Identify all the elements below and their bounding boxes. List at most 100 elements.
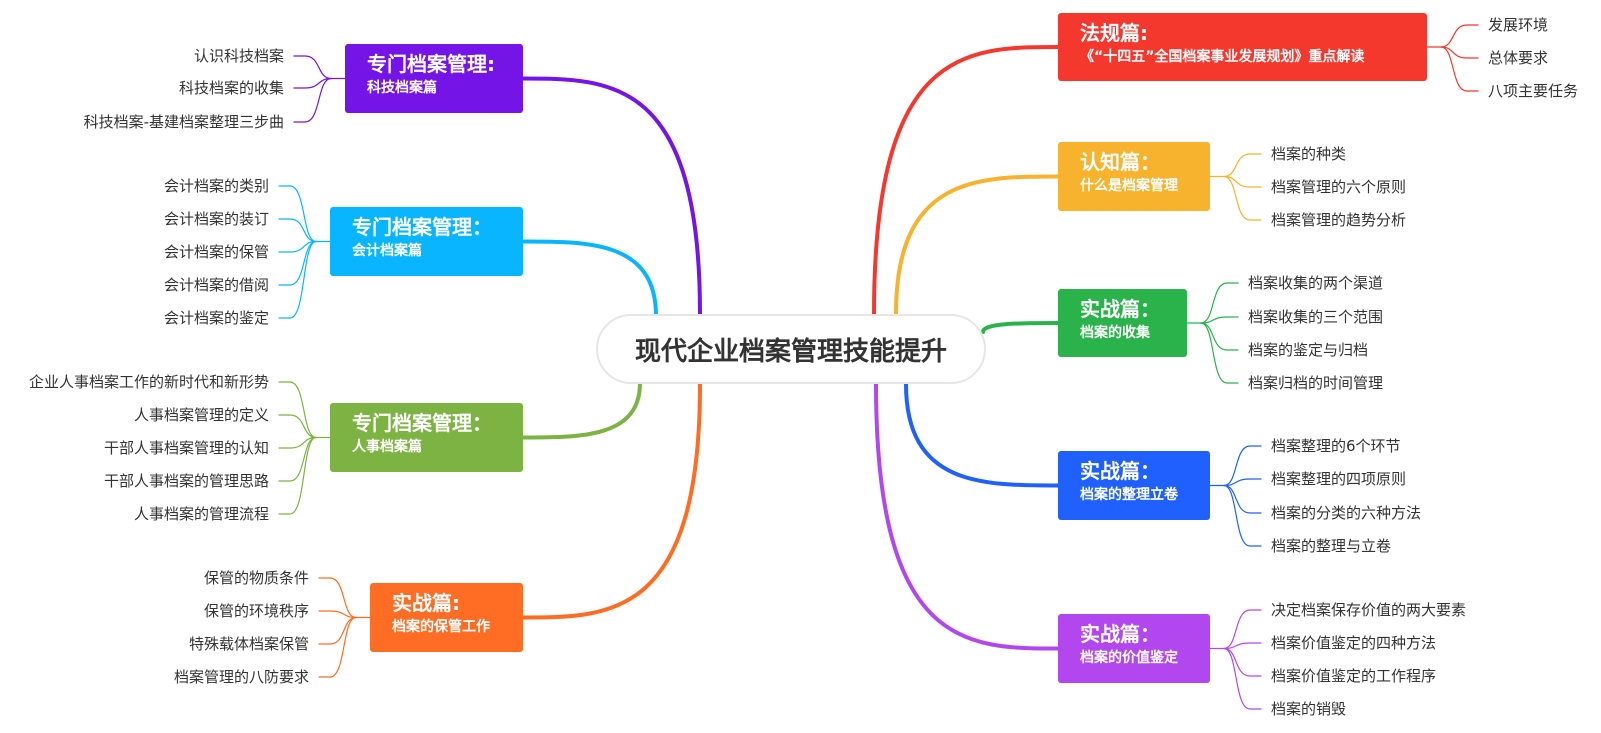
branch-topic-renzhi[interactable]: 认知篇：什么是档案管理	[1058, 142, 1210, 211]
branch-connector-shouji	[981, 321, 1060, 334]
leaf-connector	[1440, 46, 1479, 59]
subtopic-item[interactable]: 会计档案的装订	[163, 210, 269, 228]
subtopic-item[interactable]: 档案管理的趋势分析	[1271, 211, 1407, 229]
branch-subtitle: 档案的收集	[1080, 325, 1150, 341]
branch-subtitle: 《“十四五”全国档案事业发展规划》重点解读	[1080, 49, 1365, 65]
subtopic-item[interactable]: 八项主要任务	[1488, 82, 1579, 100]
subtopic-item[interactable]: 档案的整理与立卷	[1271, 537, 1392, 555]
branch-title: 专门档案管理：	[352, 215, 492, 239]
subtopic-item[interactable]: 档案的鉴定与归档	[1248, 341, 1369, 359]
branch-connector-renshi	[521, 381, 642, 440]
leaf-connector	[318, 577, 357, 619]
branch-connector-zhengli	[904, 382, 1060, 488]
leaf-connector	[1200, 316, 1239, 324]
leaf-connector	[278, 436, 317, 449]
leaf-connector	[278, 436, 317, 515]
leaf-connector	[293, 77, 332, 89]
leaf-connector	[1223, 642, 1262, 650]
branch-title: 实战篇：	[1080, 297, 1160, 321]
branch-title: 实战篇：	[1080, 459, 1160, 483]
branch-title: 实战篇:	[392, 591, 460, 615]
branch-topic-shouji[interactable]: 实战篇： 档案的收集	[1058, 289, 1187, 357]
subtopic-item[interactable]: 会计档案的类别	[163, 177, 269, 195]
leaf-connector	[1223, 484, 1262, 547]
leaf-connector	[278, 414, 317, 439]
subtopic-item[interactable]: 档案的销毁	[1271, 700, 1347, 718]
subtopic-item[interactable]: 档案收集的三个范围	[1248, 308, 1384, 326]
subtopic-item[interactable]: 人事档案管理的定义	[133, 406, 269, 424]
subtopic-item[interactable]: 档案管理的八防要求	[173, 668, 309, 686]
branch-connector-kuaiji	[521, 239, 658, 318]
subtopic-item[interactable]: 档案归档的时间管理	[1248, 374, 1384, 392]
leaf-connector	[318, 616, 357, 678]
subtopic-item[interactable]: 档案价值鉴定的工作程序	[1271, 667, 1437, 685]
subtopic-item[interactable]: 科技档案的收集	[178, 79, 284, 97]
branch-connector-kjda	[521, 76, 702, 316]
branch-topic-fagui[interactable]: 法规篇: 《“十四五”全国档案事业发展规划》重点解读	[1058, 13, 1427, 81]
branch-topic-renshi[interactable]: 专门档案管理： 人事档案篇	[330, 403, 523, 472]
leaf-connector	[278, 436, 317, 482]
subtopic-item[interactable]: 档案价值鉴定的四种方法	[1271, 634, 1437, 652]
branch-connector-fagui	[872, 45, 1060, 316]
branch-topic-jiazhi[interactable]: 实战篇： 档案的价值鉴定	[1058, 614, 1210, 683]
branch-connector-jiazhi	[874, 382, 1060, 651]
branch-topic-zhengli[interactable]: 实战篇： 档案的整理立卷	[1058, 451, 1210, 520]
leaf-connector	[278, 240, 317, 253]
branch-topic-kjda[interactable]: 专门档案管理: 科技档案篇	[345, 44, 523, 113]
branch-topic-baoguan[interactable]: 实战篇: 档案的保管工作	[370, 583, 523, 652]
branch-subtitle: 档案的整理立卷	[1080, 487, 1178, 503]
subtopic-item[interactable]: 档案管理的六个原则	[1271, 178, 1407, 196]
subtopic-item[interactable]: 认识科技档案	[193, 47, 284, 65]
subtopic-item[interactable]: 档案整理的6个环节	[1271, 437, 1401, 455]
leaf-connector	[293, 55, 332, 80]
subtopic-item[interactable]: 企业人事档案工作的新时代和新形势	[28, 373, 269, 391]
subtopic-item[interactable]: 特殊载体档案保管	[188, 635, 309, 653]
leaf-connector	[1440, 46, 1479, 92]
leaf-connector	[1223, 153, 1262, 178]
subtopic-item[interactable]: 档案的种类	[1271, 145, 1347, 163]
branch-connector-renzhi	[894, 174, 1060, 316]
branch-subtitle: 档案的保管工作	[392, 619, 490, 635]
subtopic-item[interactable]: 干部人事档案管理的认知	[103, 439, 269, 457]
leaf-connector	[1223, 175, 1262, 188]
subtopic-item[interactable]: 档案收集的两个渠道	[1248, 274, 1384, 292]
leaf-connector	[278, 240, 317, 286]
subtopic-item[interactable]: 发展环境	[1488, 16, 1549, 34]
branch-subtitle: 档案的价值鉴定	[1080, 650, 1178, 666]
branch-title: 实战篇：	[1080, 622, 1160, 646]
subtopic-item[interactable]: 干部人事档案的管理思路	[103, 472, 269, 490]
leaf-connector	[293, 77, 332, 123]
branch-title: 专门档案管理：	[352, 411, 492, 435]
subtopic-item[interactable]: 总体要求	[1488, 49, 1549, 67]
leaf-connector	[278, 218, 317, 243]
branch-title: 法规篇:	[1080, 21, 1148, 45]
leaf-connector	[278, 381, 317, 439]
branch-subtitle: 什么是档案管理	[1080, 178, 1178, 194]
subtopic-item[interactable]: 保管的环境秩序	[203, 602, 309, 620]
leaf-connector	[1223, 478, 1262, 487]
branch-title: 专门档案管理:	[367, 52, 495, 76]
subtopic-item[interactable]: 会计档案的借阅	[163, 276, 269, 294]
subtopic-item[interactable]: 档案整理的四项原则	[1271, 470, 1407, 488]
subtopic-item[interactable]: 决定档案保存价值的两大要素	[1271, 601, 1467, 619]
subtopic-item[interactable]: 会计档案的保管	[163, 243, 269, 261]
subtopic-item[interactable]: 保管的物质条件	[203, 569, 309, 587]
subtopic-item[interactable]: 档案的分类的六种方法	[1271, 504, 1422, 522]
subtopic-item[interactable]: 会计档案的鉴定	[163, 309, 269, 327]
central-topic[interactable]: 现代企业档案管理技能提升	[596, 314, 986, 384]
branch-subtitle: 会计档案篇	[352, 243, 422, 259]
leaf-connector	[1223, 609, 1262, 650]
branch-topic-kuaiji[interactable]: 专门档案管理： 会计档案篇	[330, 207, 523, 276]
leaf-connector	[278, 240, 317, 319]
leaf-connector	[318, 610, 357, 619]
subtopic-item[interactable]: 人事档案的管理流程	[133, 505, 269, 523]
leaf-connector	[1440, 24, 1479, 48]
leaf-connector	[1223, 647, 1262, 710]
branch-subtitle: 科技档案篇	[367, 80, 437, 96]
branch-subtitle: 人事档案篇	[352, 439, 422, 455]
branch-connector-baoguan	[521, 382, 702, 620]
central-topic-label: 现代企业档案管理技能提升	[634, 336, 947, 367]
subtopic-item[interactable]: 科技档案-基建档案整理三步曲	[83, 113, 284, 131]
